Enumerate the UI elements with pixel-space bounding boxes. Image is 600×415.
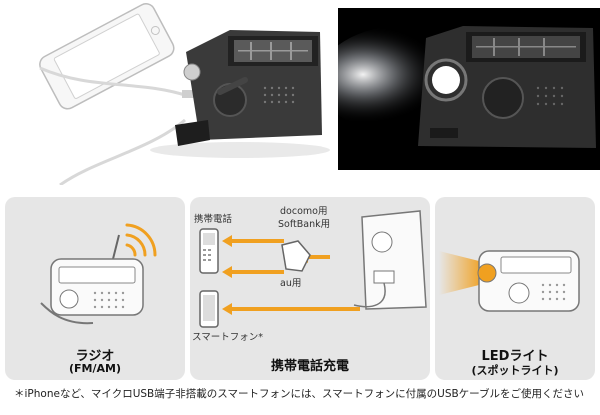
label-smartphone: スマートフォン* bbox=[192, 332, 263, 343]
feature-title-led-light: LEDライト bbox=[481, 349, 549, 364]
feature-panel-phone-charging: 携帯電話 docomo用 SoftBank用 au用 スマートフォン* bbox=[190, 197, 430, 380]
label-au: au用 bbox=[280, 278, 302, 289]
signal-waves-icon bbox=[125, 223, 157, 257]
charging-illustration bbox=[199, 210, 427, 328]
feature-subtitle-led-light: (スポットライト) bbox=[471, 364, 559, 377]
radio-illustration bbox=[40, 223, 157, 325]
smartphone-icon bbox=[199, 290, 219, 328]
feature-panel-led-light: LEDライト (スポットライト) bbox=[435, 197, 595, 380]
adapter-icon bbox=[281, 240, 311, 272]
label-docomo: docomo用 bbox=[280, 206, 328, 217]
product-photo-charging bbox=[0, 0, 330, 187]
feature-title-radio: ラジオ bbox=[75, 349, 115, 364]
product-photo-led-light bbox=[318, 8, 600, 170]
light-beam-icon bbox=[439, 251, 479, 295]
feature-subtitle-radio: (FM/AM) bbox=[69, 362, 121, 375]
label-softbank: SoftBank用 bbox=[278, 219, 331, 230]
feature-title-phone-charging: 携帯電話充電 bbox=[270, 359, 349, 374]
label-mobile-phone: 携帯電話 bbox=[194, 214, 233, 225]
charge-arrows-icon bbox=[222, 235, 360, 315]
radio-side-icon bbox=[361, 210, 427, 310]
feature-panel-radio: ラジオ (FM/AM) bbox=[5, 197, 185, 380]
footnote: ＊iPhoneなど、マイクロUSB端子非搭載のスマートフォンには、スマートフォン… bbox=[14, 388, 585, 400]
mobile-phone-icon bbox=[199, 228, 219, 274]
led-illustration bbox=[439, 250, 580, 312]
